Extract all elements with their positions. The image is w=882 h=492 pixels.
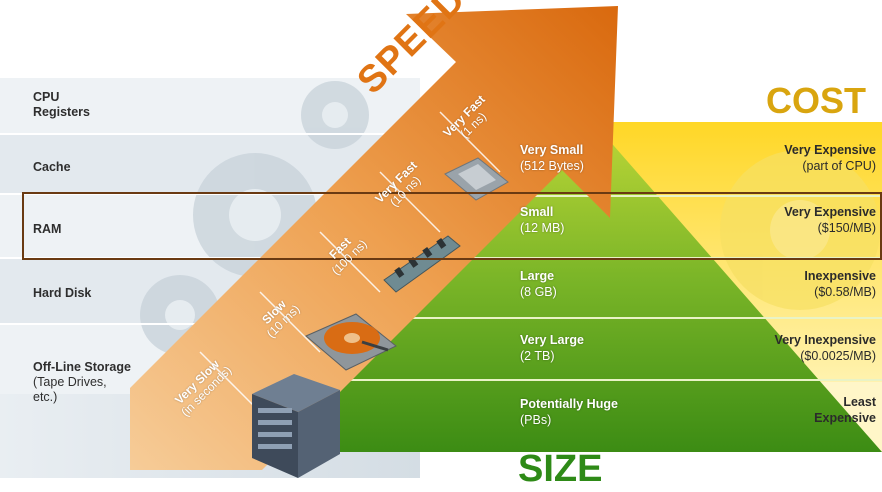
level-label-hard-disk: Hard Disk <box>33 286 92 300</box>
size-detail: (12 MB) <box>520 221 565 235</box>
cost-detail: ($0.58/MB) <box>814 285 876 299</box>
cost-value: Very Inexpensive <box>774 333 876 347</box>
cost-label-offline-storage: Least Expensive <box>814 395 876 425</box>
gear-icon <box>165 102 348 330</box>
size-label-offline-storage: Potentially Huge (PBs) <box>520 396 618 428</box>
size-value: Very Small <box>520 143 584 157</box>
size-value: Small <box>520 205 554 219</box>
gear-icon <box>770 200 830 260</box>
cost-label-cpu-registers: Very Expensive (part of CPU) <box>784 142 876 174</box>
size-value: Potentially Huge <box>520 397 618 411</box>
size-detail: (PBs) <box>520 413 552 427</box>
size-detail: (2 TB) <box>520 349 555 363</box>
size-label-hard-disk: Very Large (2 TB) <box>520 332 584 364</box>
cost-title: COST <box>766 80 867 121</box>
level-label-ram: RAM <box>33 222 62 236</box>
level-detail: (Tape Drives, etc.) <box>33 375 107 404</box>
highlighted-row-frame <box>22 192 882 260</box>
server-icon <box>252 374 340 478</box>
level-label-cpu-registers: CPU Registers <box>33 90 90 119</box>
size-detail: (512 Bytes) <box>520 159 584 173</box>
cost-value: Very Expensive <box>784 205 876 219</box>
size-label-ram: Large (8 GB) <box>520 268 557 300</box>
cost-label-ram: Inexpensive ($0.58/MB) <box>804 268 876 300</box>
level-label-offline-storage: Off-Line Storage (Tape Drives, etc.) <box>33 360 131 405</box>
cost-label-cache: Very Expensive ($150/MB) <box>784 204 876 236</box>
cost-detail: (part of CPU) <box>802 159 876 173</box>
size-title: SIZE <box>518 448 603 490</box>
speed-arrow <box>130 6 618 470</box>
cost-detail: ($0.0025/MB) <box>800 349 876 363</box>
size-label-cache: Small (12 MB) <box>520 204 564 236</box>
level-label-cache: Cache <box>33 160 71 174</box>
size-detail: (8 GB) <box>520 285 557 299</box>
cost-value: Inexpensive <box>804 269 876 283</box>
size-label-cpu-registers: Very Small (512 Bytes) <box>520 142 584 174</box>
speed-arrow-dividers <box>199 111 501 413</box>
cost-value: Very Expensive <box>784 143 876 157</box>
size-value: Large <box>520 269 555 283</box>
cost-label-hard-disk: Very Inexpensive ($0.0025/MB) <box>775 332 876 364</box>
size-value: Very Large <box>520 333 584 347</box>
cost-detail: ($150/MB) <box>817 221 876 235</box>
hard-disk-icon <box>305 313 397 371</box>
level-name: Off-Line Storage <box>33 360 131 374</box>
cpu-chip-icon <box>444 157 509 201</box>
